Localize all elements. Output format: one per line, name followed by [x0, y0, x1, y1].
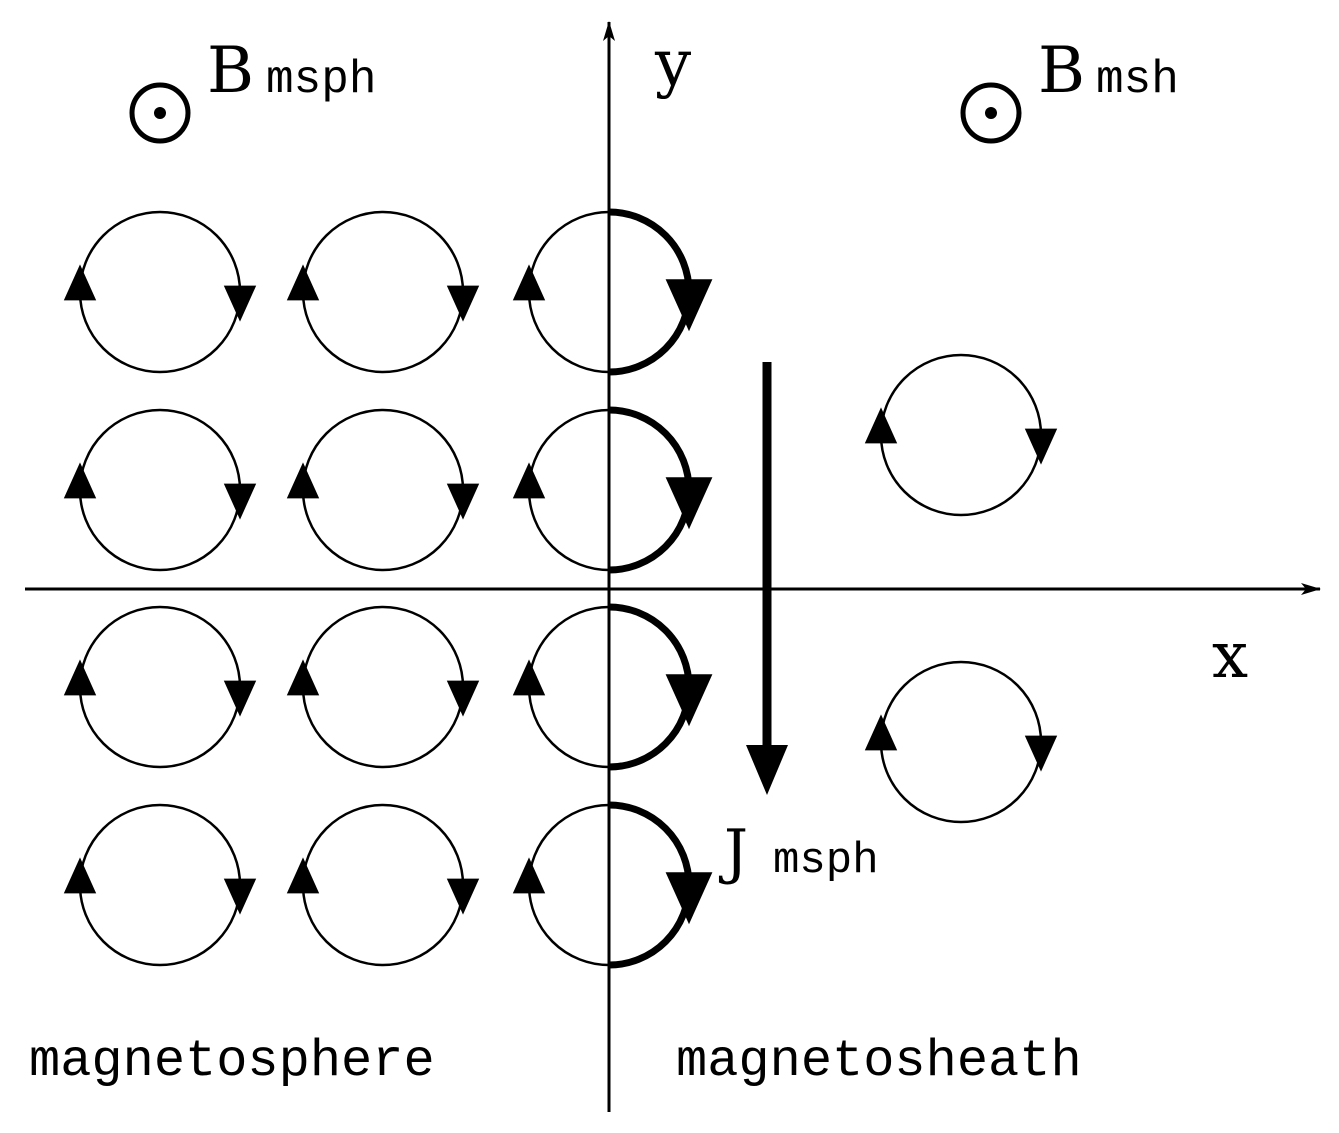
- arrow-up-icon: [864, 714, 898, 751]
- arrow-down-icon: [223, 878, 257, 915]
- field-subscript: msph: [266, 54, 376, 106]
- axes: x y: [25, 21, 1321, 1112]
- arrow-down-icon: [1024, 735, 1058, 772]
- gyration-orbit: [286, 803, 480, 967]
- gyration-orbit: [864, 660, 1058, 824]
- arrow-down-icon: [223, 483, 257, 520]
- arrow-up-icon: [286, 659, 320, 696]
- gyration-orbit: [864, 353, 1058, 517]
- y-axis-label: y: [654, 27, 691, 101]
- arrow-down-icon: [665, 872, 713, 925]
- current-arrow: [746, 362, 788, 795]
- field-symbol: B: [207, 34, 254, 108]
- out-of-page-icon: [129, 82, 191, 144]
- gyration-orbit: [286, 210, 480, 374]
- field-symbol: B: [1038, 34, 1085, 108]
- arrow-up-icon: [63, 264, 97, 301]
- arrow-up-icon: [63, 462, 97, 499]
- field-subscript: msh: [1096, 54, 1179, 106]
- arrow-up-icon: [864, 407, 898, 444]
- arrow-down-icon: [665, 279, 713, 332]
- arrow-down-icon: [446, 483, 480, 520]
- arrow-down-icon: [665, 674, 713, 727]
- arrow-up-icon: [63, 659, 97, 696]
- region-label-magnetosheath: magnetosheath: [676, 1032, 1082, 1091]
- magnetosphere-field-label: B msph: [129, 34, 376, 144]
- gyration-orbit: [63, 605, 257, 769]
- gyration-orbit: [512, 603, 713, 771]
- arrow-down-icon: [1024, 428, 1058, 465]
- gyration-orbit: [286, 408, 480, 572]
- arrow-up-icon: [63, 857, 97, 894]
- current-subscript: msph: [773, 836, 879, 886]
- arrow-up-icon: [286, 857, 320, 894]
- gyration-orbit: [512, 208, 713, 376]
- arrow-up-icon: [512, 264, 546, 301]
- gyration-orbit: [63, 803, 257, 967]
- current-label: J msph: [718, 817, 879, 887]
- arrow-up-icon: [286, 264, 320, 301]
- gyration-orbit: [63, 408, 257, 572]
- region-label-magnetosphere: magnetosphere: [29, 1032, 435, 1091]
- arrow-down-icon: [223, 680, 257, 717]
- gyration-orbit: [512, 801, 713, 969]
- x-axis-label: x: [1212, 619, 1248, 693]
- arrow-down-icon: [223, 285, 257, 322]
- gyration-orbit: [512, 406, 713, 574]
- arrow-down-icon: [446, 680, 480, 717]
- current-symbol: J: [718, 817, 748, 887]
- gyration-orbits: [63, 208, 1058, 969]
- arrow-down-icon: [446, 878, 480, 915]
- arrow-up-icon: [512, 462, 546, 499]
- arrow-up-icon: [512, 857, 546, 894]
- arrow-down-icon: [665, 477, 713, 530]
- gyration-orbit: [286, 605, 480, 769]
- gyration-orbit: [63, 210, 257, 374]
- arrow-up-icon: [286, 462, 320, 499]
- arrow-up-icon: [512, 659, 546, 696]
- magnetosheath-field-label: B msh: [960, 34, 1179, 144]
- arrow-down-icon: [446, 285, 480, 322]
- out-of-page-icon: [960, 82, 1022, 144]
